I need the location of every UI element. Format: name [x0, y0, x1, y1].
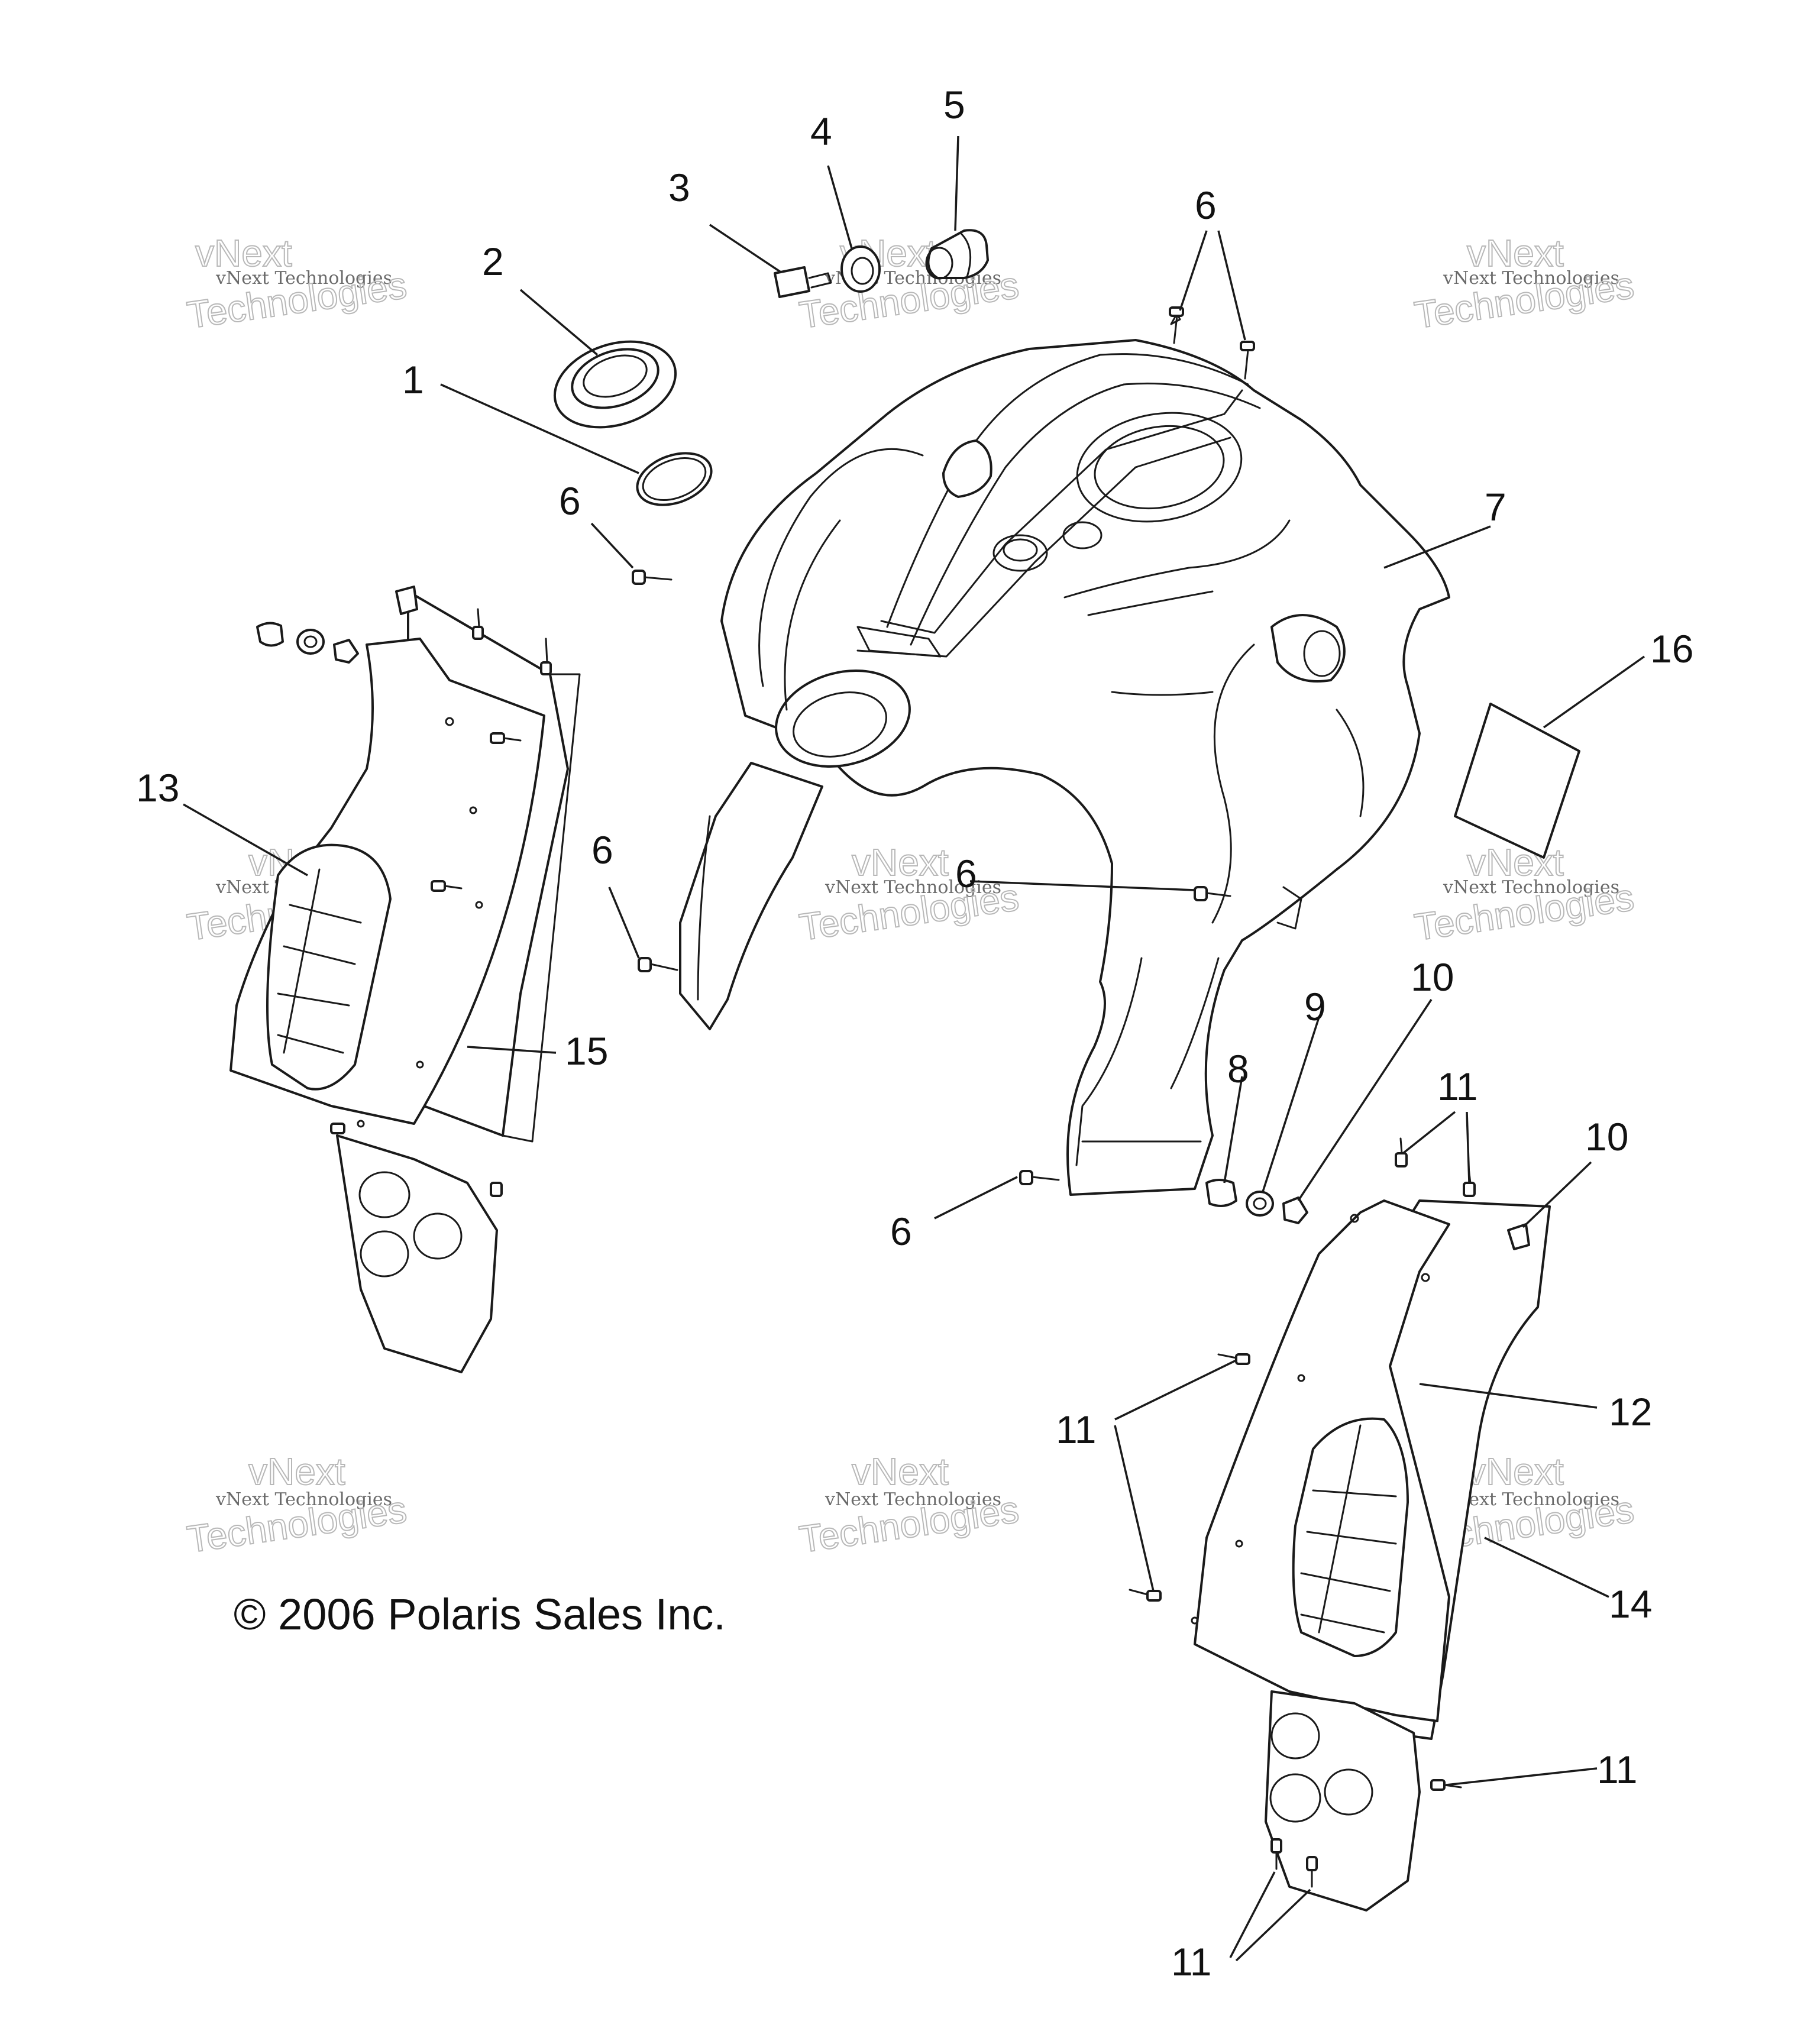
callout-10a: 10	[1411, 955, 1454, 999]
callout-12: 12	[1609, 1390, 1652, 1434]
svg-text:vNext: vNext	[248, 1450, 345, 1493]
callout-13: 13	[136, 766, 179, 810]
callout-6c: 6	[591, 828, 613, 872]
callout-8: 8	[1227, 1047, 1249, 1091]
svg-text:vNext: vNext	[852, 1450, 949, 1493]
leader-lines	[183, 135, 1645, 1962]
callout-2: 2	[482, 240, 504, 283]
callout-4: 4	[810, 109, 832, 153]
svg-text:vNext Technologies: vNext Technologies	[215, 1489, 392, 1510]
callout-6b: 6	[559, 479, 581, 523]
part-16-decal	[1454, 703, 1580, 859]
callout-1: 1	[402, 358, 424, 402]
callout-14: 14	[1609, 1582, 1652, 1626]
callout-11c: 11	[1597, 1748, 1638, 1791]
copyright-notice: © 2006 Polaris Sales Inc.	[234, 1590, 726, 1639]
fasteners	[256, 306, 1530, 1888]
svg-text:vNext Technologies: vNext Technologies	[1443, 877, 1619, 898]
svg-text:vNext: vNext	[1467, 1450, 1564, 1493]
callout-7: 7	[1485, 485, 1506, 529]
callout-9: 9	[1304, 985, 1326, 1029]
watermark-bottom-center: vNext vNext Technologies Technologies	[796, 1450, 1022, 1561]
part-2-gasket	[553, 340, 677, 429]
callout-11d: 11	[1171, 1940, 1212, 1984]
svg-text:vNext Technologies: vNext Technologies	[825, 1489, 1001, 1510]
callout-3: 3	[668, 166, 690, 209]
part-13-left-side-panel	[229, 638, 545, 1373]
part-4-switch-nut	[840, 245, 881, 293]
part-5-ignition-switch	[925, 229, 989, 280]
svg-text:vNext Technologies: vNext Technologies	[215, 268, 392, 289]
callout-6d: 6	[955, 852, 977, 895]
svg-text:vNext Technologies: vNext Technologies	[1443, 1489, 1619, 1510]
callout-11a: 11	[1437, 1065, 1478, 1108]
svg-text:vNext: vNext	[195, 232, 292, 274]
watermark-top-right: vNext vNext Technologies Technologies	[1411, 231, 1637, 337]
part-7-hood	[679, 339, 1450, 1196]
watermark-mid-right: vNext vNext Technologies Technologies	[1411, 840, 1637, 949]
svg-text:vNext: vNext	[1467, 232, 1564, 274]
callout-5: 5	[943, 83, 965, 127]
callout-11b: 11	[1056, 1408, 1097, 1451]
watermark-mid-center: vNext vNext Technologies Technologies	[796, 840, 1022, 949]
callout-labels: 1 2 3 4 5 6 6 6 6 6 7 8 9 10 10 11 11 11…	[136, 83, 1693, 1984]
watermark-bottom-left: vNext vNext Technologies Technologies	[184, 1450, 410, 1561]
callout-10b: 10	[1585, 1115, 1628, 1159]
watermark-top-left: vNext vNext Technologies Technologies	[184, 231, 410, 337]
part-3-key	[774, 266, 832, 298]
svg-text:vNext: vNext	[852, 841, 949, 884]
part-1-o-ring	[636, 452, 713, 506]
callout-6a: 6	[1195, 183, 1217, 227]
callout-6e: 6	[890, 1209, 912, 1253]
svg-text:vNext Technologies: vNext Technologies	[1443, 268, 1619, 289]
callout-15: 15	[565, 1029, 608, 1073]
callout-16: 16	[1650, 627, 1693, 671]
